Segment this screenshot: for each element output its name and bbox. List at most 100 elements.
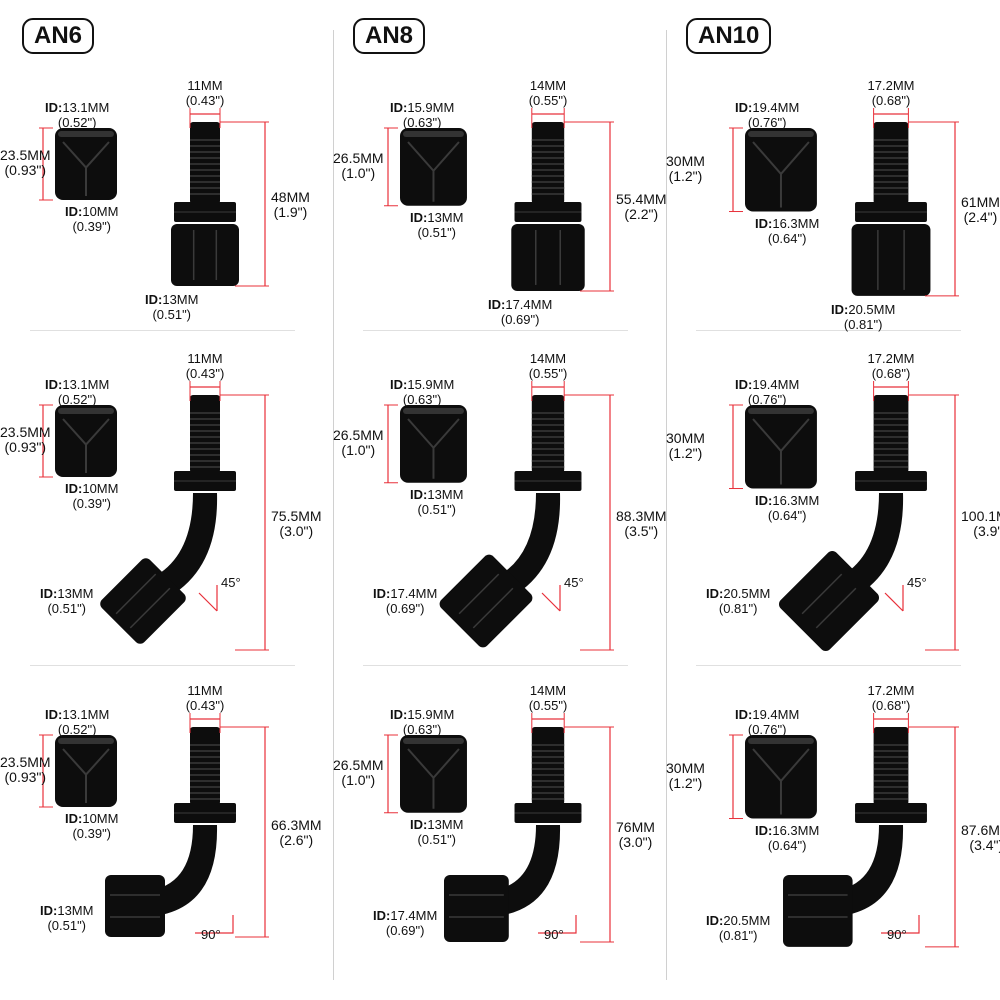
id-prefix: ID: (488, 296, 506, 312)
inch-value: (0.68") (871, 698, 911, 713)
hose-id-label: ID:19.4MM(0.76") (735, 377, 799, 407)
mm-value: 14MM (529, 351, 567, 366)
thread-width-label: 11MM(0.43") (186, 351, 225, 381)
column-divider (333, 30, 334, 980)
id-prefix: ID: (145, 292, 163, 307)
socket-height-label: 30MM(1.2") (666, 430, 705, 461)
socket-height-label: 23.5MM(0.93") (0, 148, 51, 178)
total-height-label: 66.3MM(2.6") (271, 818, 322, 848)
fitting-drawing (39, 381, 269, 651)
inch-value: (0.43") (185, 93, 225, 108)
inch-value: (0.69") (500, 311, 540, 327)
angle-arc (198, 585, 218, 612)
inch-value: (0.39") (72, 219, 112, 234)
thread-width-label: 14MM(0.55") (529, 78, 568, 108)
inch-value: (0.51") (417, 831, 457, 847)
fitting-body (100, 395, 236, 644)
inch-value: (0.52") (57, 115, 97, 130)
inch-value: (0.76") (747, 392, 787, 407)
inch-value: (3.4") (969, 836, 1000, 853)
fitting-drawing (384, 381, 614, 651)
mm-value: 66.3MM (271, 817, 322, 833)
mm-value: 20.5MM (848, 301, 896, 317)
hose-socket (745, 735, 817, 819)
mm-value: 20.5MM (723, 912, 771, 928)
size-badge: AN8 (353, 18, 426, 54)
inch-value: (0.51") (47, 918, 87, 933)
angle-label: 45° (221, 575, 241, 590)
fitting-drawing (384, 108, 614, 292)
socket-id-label: ID:10MM(0.39") (65, 204, 118, 234)
inch-value: (0.39") (72, 496, 112, 511)
total-height-label: 87.6MM(3.4") (961, 822, 1000, 853)
mm-value: 17.4MM (390, 586, 438, 601)
hose-id-label: ID:15.9MM(0.63") (390, 707, 454, 737)
mm-value: 15.9MM (407, 100, 455, 115)
mm-value: 23.5MM (0, 424, 51, 440)
fitting-body (105, 727, 236, 937)
socket-id-label: ID:13MM(0.51") (410, 487, 463, 517)
mm-value: 13MM (427, 209, 464, 225)
hose-socket (55, 735, 117, 807)
hose-id-label: ID:13.1MM(0.52") (45, 377, 109, 407)
id-prefix: ID: (755, 492, 773, 508)
thread-width-label: 11MM(0.43") (186, 683, 225, 713)
mm-value: 15.9MM (407, 377, 455, 392)
inch-value: (0.39") (72, 826, 112, 841)
hose-id-label: ID:15.9MM(0.63") (390, 100, 454, 130)
id-prefix: ID: (65, 481, 83, 496)
thread-width-label: 17.2MM(0.68") (868, 78, 915, 108)
socket-height-label: 30MM(1.2") (666, 153, 705, 184)
inch-value: (0.55") (528, 366, 568, 381)
nut-id-label: ID:20.5MM(0.81") (706, 913, 770, 943)
inch-value: (3.9") (973, 522, 1000, 539)
fitting-straight: ID:19.4MM(0.76")30MM(1.2")ID:16.3MM(0.64… (666, 60, 1000, 390)
thread-width-label: 11MM(0.43") (186, 78, 225, 108)
angle-label: 90° (201, 927, 221, 942)
fitting-90: ID:13.1MM(0.52")23.5MM(0.93")ID:10MM(0.3… (0, 665, 333, 995)
fitting-drawing (729, 713, 959, 948)
angle-label: 45° (564, 575, 584, 590)
row-divider (30, 665, 295, 666)
inch-value: (0.68") (871, 93, 911, 108)
mm-value: 75.5MM (271, 507, 322, 524)
inch-value: (0.81") (718, 927, 758, 943)
id-prefix: ID: (735, 100, 753, 115)
angle-label: 90° (887, 927, 907, 942)
id-prefix: ID: (45, 377, 63, 392)
mm-value: 26.5MM (333, 756, 384, 773)
id-prefix: ID: (410, 486, 428, 502)
id-prefix: ID: (65, 204, 83, 219)
id-prefix: ID: (755, 215, 773, 231)
inch-value: (0.51") (152, 307, 192, 322)
nut-id-label: ID:20.5MM(0.81") (831, 302, 895, 332)
inch-value: (0.55") (528, 698, 568, 713)
inch-value: (3.0") (618, 834, 653, 851)
id-prefix: ID: (373, 907, 391, 923)
inch-value: (0.81") (718, 601, 758, 616)
inch-value: (0.51") (417, 501, 457, 517)
fitting-straight: ID:15.9MM(0.63") 26.5MM(1.0") ID:13MM(0.51… (333, 60, 667, 390)
socket-id-label: ID:10MM(0.39") (65, 811, 118, 841)
socket-id-label: ID:13MM(0.51") (410, 210, 463, 240)
mm-value: 30MM (666, 759, 705, 776)
nut-id-label: ID:13MM(0.51") (145, 292, 198, 322)
mm-value: 88.3MM (616, 507, 667, 524)
inch-value: (1.9") (273, 204, 308, 220)
mm-value: 17.4MM (505, 296, 553, 312)
inch-value: (0.68") (871, 366, 911, 381)
mm-value: 26.5MM (333, 149, 384, 166)
row-divider (363, 330, 628, 331)
thread-width-label: 17.2MM(0.68") (868, 351, 915, 381)
mm-value: 16.3MM (772, 822, 820, 838)
inch-value: (0.81") (843, 316, 883, 332)
socket-height-label: 30MM(1.2") (666, 759, 705, 791)
id-prefix: ID: (45, 707, 63, 722)
inch-value: (0.63") (402, 722, 442, 737)
mm-value: 76MM (616, 819, 655, 836)
mm-value: 13MM (57, 586, 94, 601)
inch-value: (1.0") (341, 164, 376, 181)
mm-value: 19.4MM (752, 100, 800, 115)
inch-value: (0.69") (385, 601, 425, 616)
id-prefix: ID: (735, 707, 753, 722)
